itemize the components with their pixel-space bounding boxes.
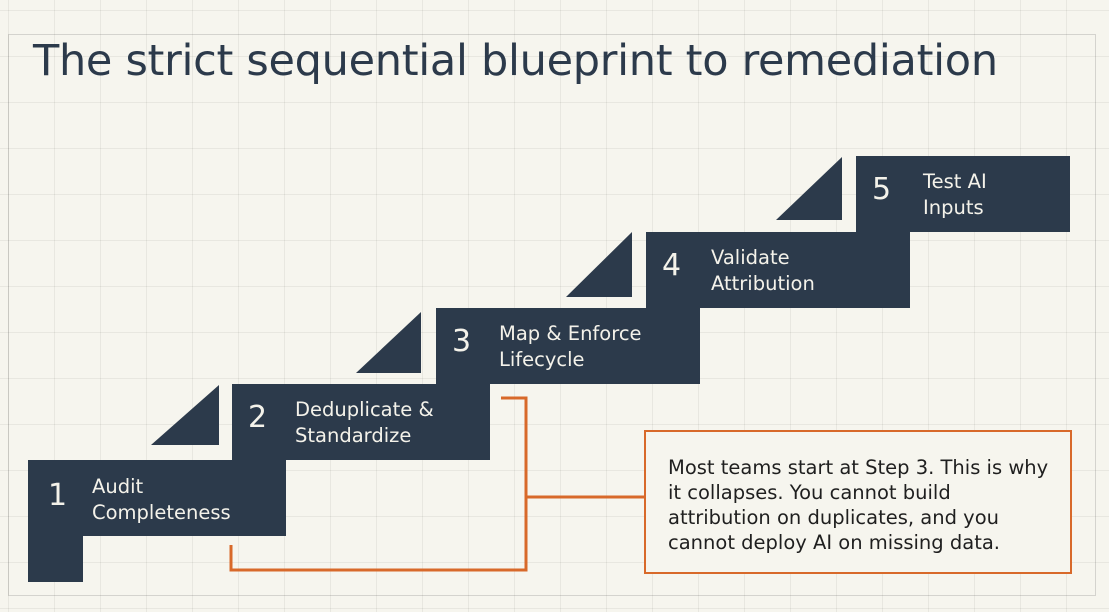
page-title: The strict sequential blueprint to remed… <box>33 36 998 86</box>
step-2-shape <box>232 384 490 460</box>
step-2-label: Deduplicate & Standardize <box>295 398 434 447</box>
step-3-wedge <box>356 312 421 373</box>
step-3-label: Map & Enforce Lifecycle <box>499 322 642 371</box>
bracket-connector <box>229 396 528 572</box>
step-2-number: 2 <box>248 400 268 435</box>
step-5-number: 5 <box>872 172 892 207</box>
step-5-wedge <box>776 157 842 220</box>
step-4-wedge <box>566 232 632 297</box>
step-3-shape <box>436 308 700 384</box>
callout-box: Most teams start at Step 3. This is why … <box>644 430 1072 574</box>
step-4-label: Validate Attribution <box>711 246 815 295</box>
step-5-label: Test AI Inputs <box>923 170 987 219</box>
step-1-number: 1 <box>48 478 68 513</box>
step-4-number: 4 <box>662 248 682 283</box>
callout-text: Most teams start at Step 3. This is why … <box>668 456 1049 554</box>
step-3-number: 3 <box>452 324 472 359</box>
step-1-shape <box>28 460 286 582</box>
slide-frame <box>8 34 1096 596</box>
step-4-shape <box>646 232 910 308</box>
step-5-shape <box>856 156 1070 232</box>
step-1-label: Audit Completeness <box>92 475 231 524</box>
step-2-wedge <box>151 385 219 445</box>
